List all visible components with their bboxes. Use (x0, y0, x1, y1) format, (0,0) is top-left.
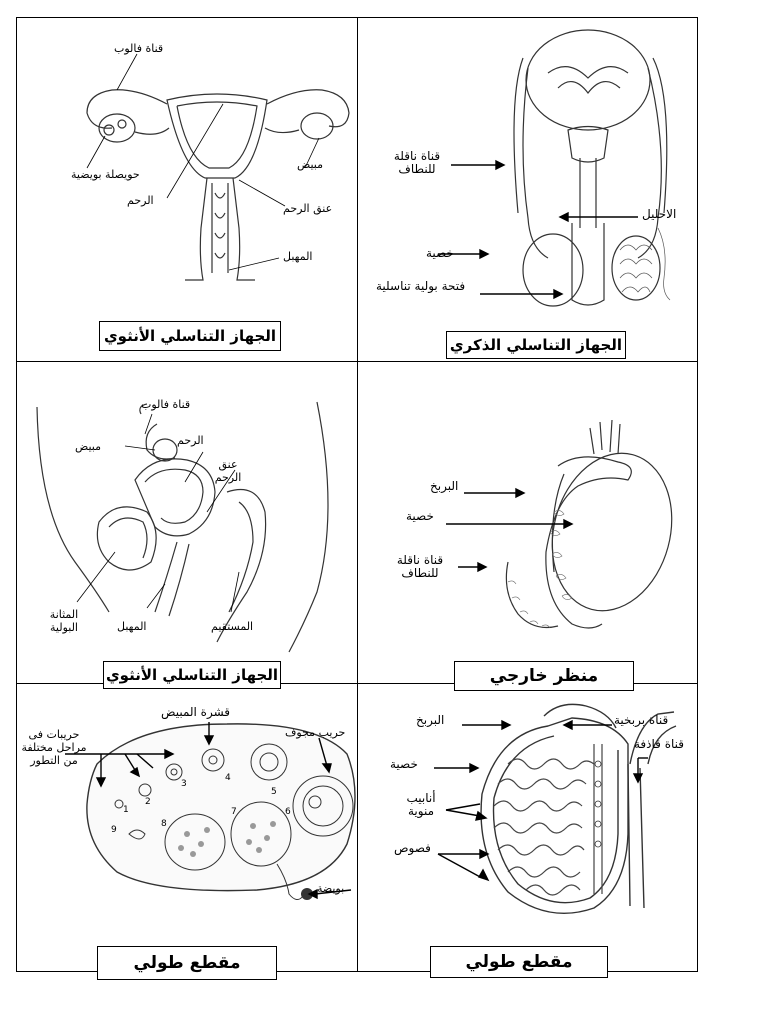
label-urethra: الاحليل (642, 207, 677, 221)
caption-testis-external: منظر خارجي (454, 661, 634, 691)
label-bladder: المثانة البولية (49, 608, 79, 634)
follicle-number: 9 (111, 825, 117, 835)
ovary-section-illustration: 1 2 3 4 5 6 7 8 9 (65, 722, 356, 900)
label-uterus-side: الرحم (177, 434, 204, 447)
caption-male-front: الجهاز التناسلي الذكري (446, 331, 626, 359)
label-fallopian-tube-side: قناة فالوب (141, 398, 191, 411)
label-ovary: مبيض (297, 158, 324, 171)
label-fallopian-tube: قناة فالوب (114, 42, 164, 55)
label-vas-deferens: قناة ناقلة للنطاف (393, 149, 441, 176)
label-epididymis-section: البربخ (416, 713, 445, 727)
follicle-number: 2 (145, 797, 151, 807)
follicle-number: 5 (271, 787, 277, 797)
follicle-number: 1 (123, 805, 129, 815)
follicle-number: 6 (285, 807, 291, 817)
label-ejaculatory-duct: قناة قاذفة (634, 737, 685, 751)
female-front-illustration (86, 53, 350, 281)
testis-section-illustration (434, 703, 677, 914)
label-ovary-cortex: قشرة المبيض (161, 705, 231, 719)
label-vas-deferens-ext: قناة ناقلة للنطاف (396, 553, 444, 580)
panel-female-front: قناة فالوب حويصلة بويضية الرحم مبيض عنق … (17, 18, 357, 361)
follicle-number: 8 (161, 819, 167, 829)
caption-female-front: الجهاز التناسلي الأنثوي (99, 321, 281, 351)
label-testis-section: خصية (390, 757, 418, 771)
label-ovary-side: مبيض (75, 440, 102, 453)
male-front-illustration (438, 29, 671, 307)
panel-testis-section: البربخ قناة بربخية قناة قاذفة خصية أنابي… (358, 684, 698, 978)
label-follicle: حويصلة بويضية (71, 168, 140, 181)
panel-female-side: قناة فالوب مبيض الرحم عنق الرحم المثانة … (17, 362, 357, 689)
grid-divider-row1 (17, 361, 697, 362)
label-ovum: بويضة (317, 882, 345, 895)
grid-divider-vertical (357, 18, 358, 971)
testis-external-illustration (446, 419, 673, 629)
label-follicles-stages: حريبات فى مراحل مختلفة من التطور (21, 728, 87, 767)
label-uterus: الرحم (127, 194, 154, 207)
label-rectum: المستقيم (211, 620, 254, 633)
caption-testis-section: مقطع طولي (430, 946, 608, 978)
caption-female-side: الجهاز التناسلي الأنثوي (103, 661, 281, 689)
grid-divider-row2 (17, 683, 697, 684)
label-urogenital-opening: فتحة بولية تناسلية (376, 279, 466, 293)
label-testis-ext: خصية (406, 509, 434, 523)
label-seminiferous-tubules: أنابيب منوية (406, 791, 436, 818)
label-lobules: فصوص (394, 841, 431, 855)
label-epididymal-duct: قناة بربخية (614, 713, 669, 727)
label-vagina-side: المهبل (117, 620, 147, 633)
female-side-illustration (36, 401, 329, 653)
panel-male-front: قناة ناقلة للنطاف الاحليل خصية فتحة بولي… (358, 18, 698, 361)
panel-ovary-section: 1 2 3 4 5 6 7 8 9 قشرة المبيض حريبات فى … (17, 684, 357, 980)
follicle-number: 3 (181, 779, 187, 789)
label-cervix-side: عنق الرحم (214, 458, 242, 484)
diagram-grid: قناة فالوب حويصلة بويضية الرحم مبيض عنق … (16, 17, 698, 980)
panel-testis-external: البربخ خصية قناة ناقلة للنطاف منظر خارجي (358, 362, 698, 691)
label-hollow-follicle: حريب مجوف (285, 726, 346, 739)
label-epididymis-ext: البربخ (430, 479, 459, 493)
caption-ovary-section: مقطع طولي (97, 946, 277, 980)
label-cervix: عنق الرحم (283, 202, 333, 215)
label-testis: خصية (426, 246, 454, 260)
label-vagina: المهبل (283, 250, 313, 263)
follicle-number: 4 (225, 773, 231, 783)
follicle-number: 7 (231, 807, 237, 817)
